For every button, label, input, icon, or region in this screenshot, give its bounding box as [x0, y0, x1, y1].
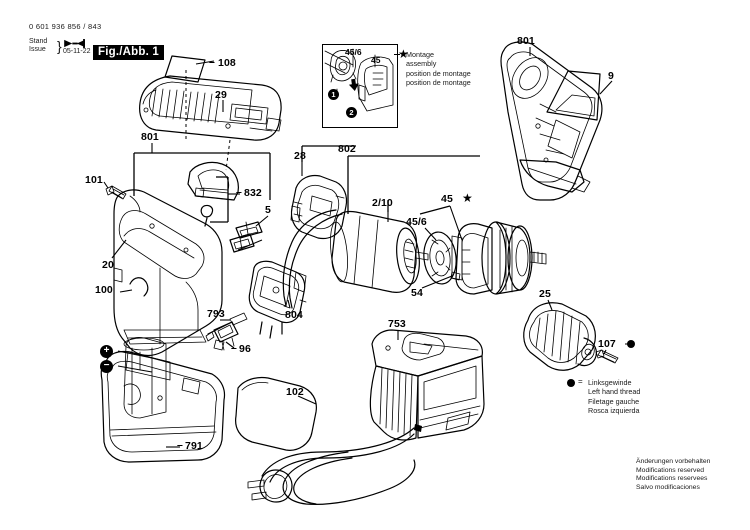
- callout-102: 102: [286, 386, 304, 398]
- part-753-charger: [369, 329, 485, 441]
- montage-step-1: 1: [328, 89, 339, 100]
- callout-20: 20: [102, 259, 114, 271]
- part-9-nameplate: [546, 70, 601, 121]
- legend-line-1: Linksgewinde: [588, 378, 632, 387]
- footer-line-4: Salvo modificaciones: [636, 484, 700, 492]
- footer-line-1: Änderungen vorbehalten: [636, 458, 711, 465]
- callout-801-left: 801: [141, 131, 159, 143]
- part-102-gasket: [235, 376, 317, 451]
- battery-plus-terminal-marker: +: [100, 345, 113, 358]
- callout-2-10: 2/10: [372, 197, 393, 209]
- part-45-6-gear-plate: [423, 231, 457, 285]
- part-45-gearbox: [451, 221, 547, 295]
- part-804-switch-module: [248, 260, 307, 339]
- part-791-battery-pack: [100, 337, 226, 463]
- callout-108-dash: –: [209, 56, 215, 68]
- part-29-top-cover: [139, 75, 282, 141]
- callout-96: 96: [239, 343, 251, 355]
- callout-832-dash: –: [236, 186, 242, 198]
- callout-45-6: 45/6: [406, 216, 427, 228]
- callout-107: 107: [598, 338, 616, 350]
- montage-step-2: 2: [346, 107, 357, 118]
- brace-glyph: }: [57, 38, 62, 54]
- left-hand-thread-marker-107: [627, 340, 635, 348]
- legend-line-3: Filetage gauche: [588, 396, 640, 406]
- montage-note-line-2: assembly: [406, 59, 437, 69]
- part-101-screw: [105, 185, 127, 200]
- callout-791-dash: –: [177, 439, 183, 451]
- part-20-left-housing-half: [113, 189, 223, 357]
- part-96-bit-holder: [213, 321, 239, 351]
- power-cord: [247, 427, 416, 505]
- leader-lines: [103, 47, 628, 448]
- part-801-right-housing-half: [500, 41, 603, 201]
- montage-star-icon: ★: [398, 47, 409, 61]
- montage-note-line-3: position de montage: [406, 68, 471, 78]
- part-100-wire-clip: [129, 277, 149, 297]
- stand-label: Stand: [29, 38, 48, 45]
- part-5-contacts: [229, 221, 263, 253]
- callout-96-dash: –: [231, 342, 237, 354]
- part-number: 0 601 936 856 / 843: [29, 22, 102, 31]
- legend-dot-icon: [567, 379, 575, 387]
- legend-equals: =: [578, 377, 583, 386]
- issue-label: Issue: [29, 46, 46, 54]
- callout-5: 5: [265, 204, 271, 216]
- callout-802: 802: [338, 143, 356, 155]
- callout-101: 101: [85, 174, 103, 186]
- part-25-chuck: [523, 302, 597, 371]
- bowtie-icon: [64, 39, 85, 48]
- callout-108: 108: [218, 57, 236, 69]
- callout-29: 29: [215, 89, 227, 101]
- part-108-nameplate: [164, 55, 206, 83]
- issue-date: 05-11-22: [63, 48, 91, 55]
- callout-100: 100: [95, 284, 113, 296]
- callout-45-star-icon: ★: [462, 191, 473, 205]
- left-hand-thread-legend: Linksgewinde Left hand thread Filetage g…: [588, 378, 640, 416]
- figure-badge: Fig./Abb. 1: [93, 45, 164, 60]
- callout-804: 804: [285, 309, 303, 321]
- battery-minus-terminal-marker: −: [100, 360, 113, 373]
- callout-793: 793: [207, 308, 225, 320]
- callout-25: 25: [539, 288, 551, 300]
- montage-note-line-1: Montage: [406, 50, 434, 59]
- callout-753: 753: [388, 318, 406, 330]
- callout-832: 832: [244, 187, 262, 199]
- montage-inset-label-456: 45/6: [345, 47, 362, 57]
- callout-791: 791: [185, 440, 203, 452]
- callout-28: 28: [294, 150, 306, 162]
- part-107-chuck-screw: [595, 349, 619, 364]
- callout-9: 9: [608, 70, 614, 82]
- footer-line-3: Modifications reservees: [636, 475, 708, 483]
- montage-inset-label-45: 45: [371, 55, 381, 65]
- legend-line-4: Rosca izquierda: [588, 406, 640, 416]
- footer-line-2: Modifications reserved: [636, 466, 704, 474]
- callout-45: 45: [441, 193, 453, 205]
- montage-inset-box: 45/6 45 1 2: [322, 44, 398, 128]
- montage-note-text: Montage assembly position de montage pos…: [406, 50, 471, 87]
- callout-54: 54: [411, 287, 423, 299]
- modifications-disclaimer: Änderungen vorbehalten Modifications res…: [636, 458, 710, 493]
- montage-note-line-4: position de montage: [406, 77, 471, 87]
- callout-801-right: 801: [517, 35, 535, 47]
- part-28-gear-housing: [290, 174, 348, 240]
- legend-line-2: Left hand thread: [588, 387, 641, 397]
- stand-issue-labels: Stand Issue: [29, 38, 47, 55]
- montage-note-dash: [394, 54, 400, 55]
